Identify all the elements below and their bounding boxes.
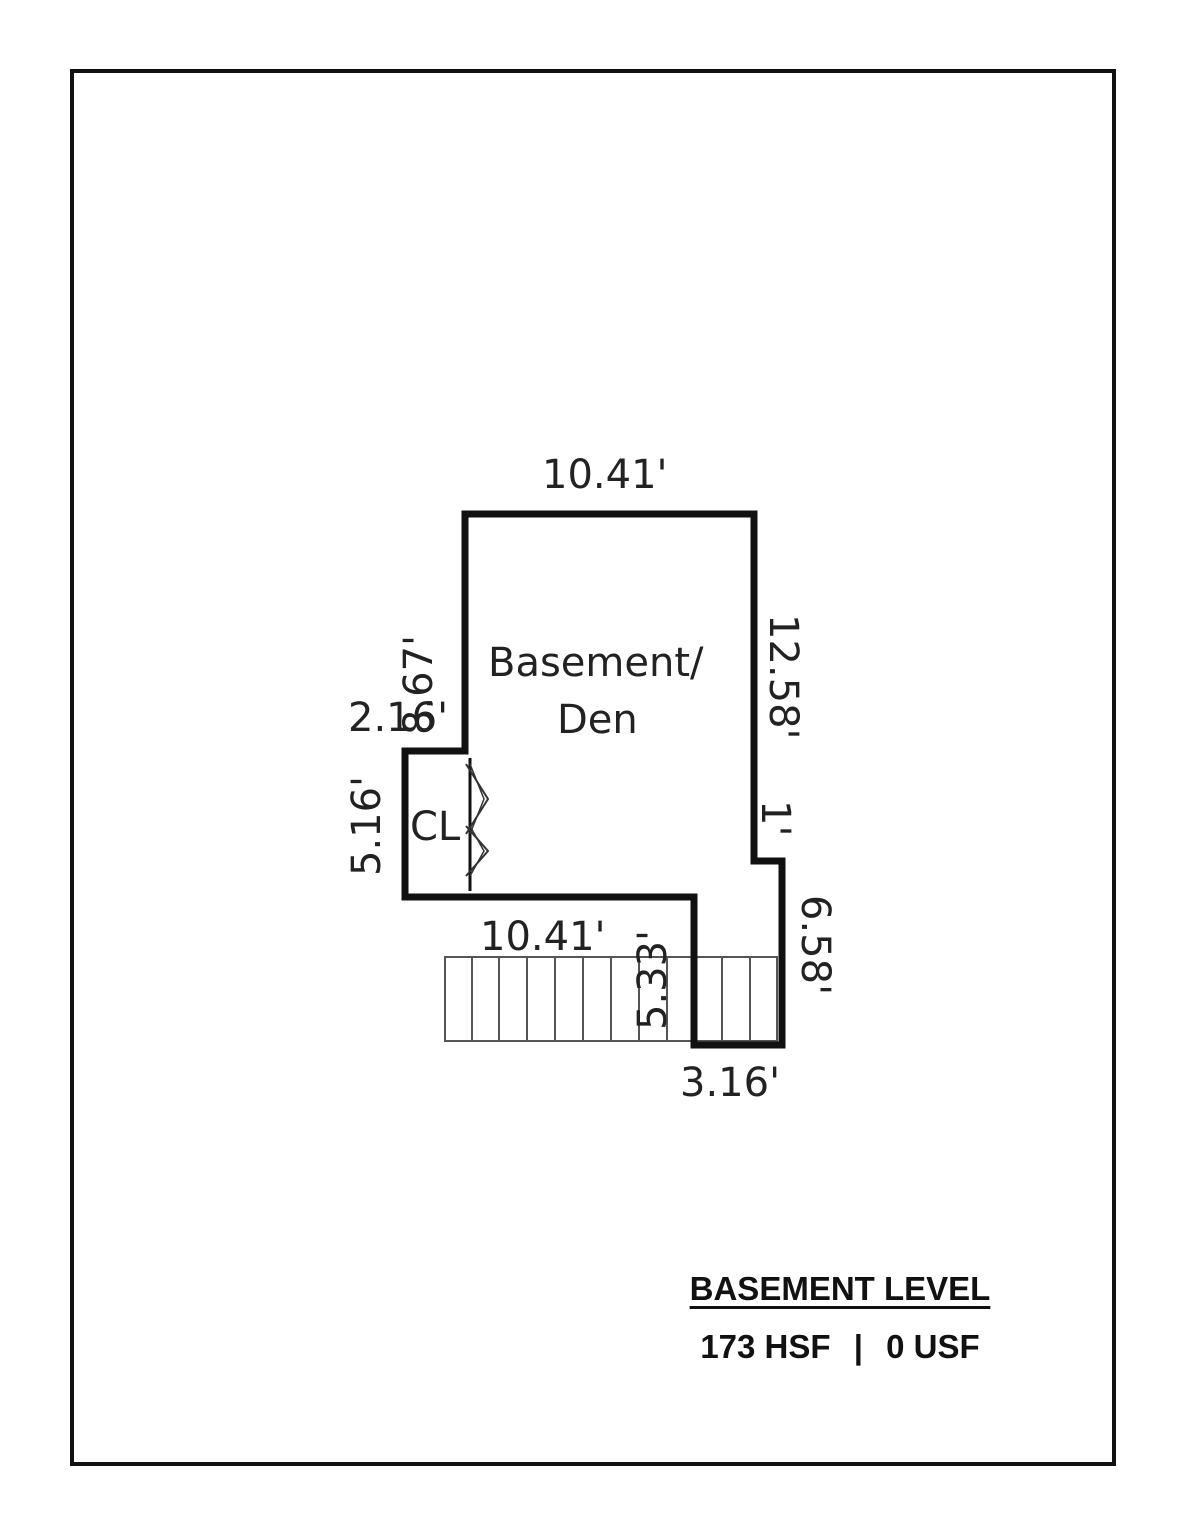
dim-right-jog: 1' <box>752 800 798 836</box>
dim-top: 10.41' <box>542 452 668 498</box>
stairs <box>444 956 778 1042</box>
bifold-door-lower <box>465 825 490 877</box>
level-title: BASEMENT LEVEL <box>689 1270 991 1307</box>
bifold-door-lower-inner <box>469 825 485 877</box>
dim-right-upper: 12.58' <box>760 614 806 740</box>
exterior-wall <box>401 510 786 1049</box>
room-label-line1: Basement/ <box>488 640 704 686</box>
bifold-door-upper <box>465 763 490 835</box>
area-separator: | <box>853 1328 863 1365</box>
dim-right-lower: 6.58' <box>792 895 838 995</box>
bifold-door-upper-inner <box>469 763 485 835</box>
usf-value: 0 USF <box>886 1328 980 1365</box>
area-summary: 173 HSF | 0 USF <box>640 1328 1040 1366</box>
room-label-line2: Den <box>557 697 638 743</box>
dim-left-step: 2.16' <box>348 695 448 741</box>
dim-bottom: 3.16' <box>680 1060 780 1106</box>
dim-bottom-inner: 10.41' <box>480 914 606 960</box>
dim-left-upper: 8.67' <box>396 635 442 735</box>
hsf-value: 173 HSF <box>700 1328 831 1365</box>
page-frame <box>70 69 1116 1466</box>
closet-label: CL <box>410 804 461 850</box>
dim-stair-drop: 5.33' <box>630 930 676 1030</box>
dim-closet-side: 5.16' <box>344 776 390 876</box>
